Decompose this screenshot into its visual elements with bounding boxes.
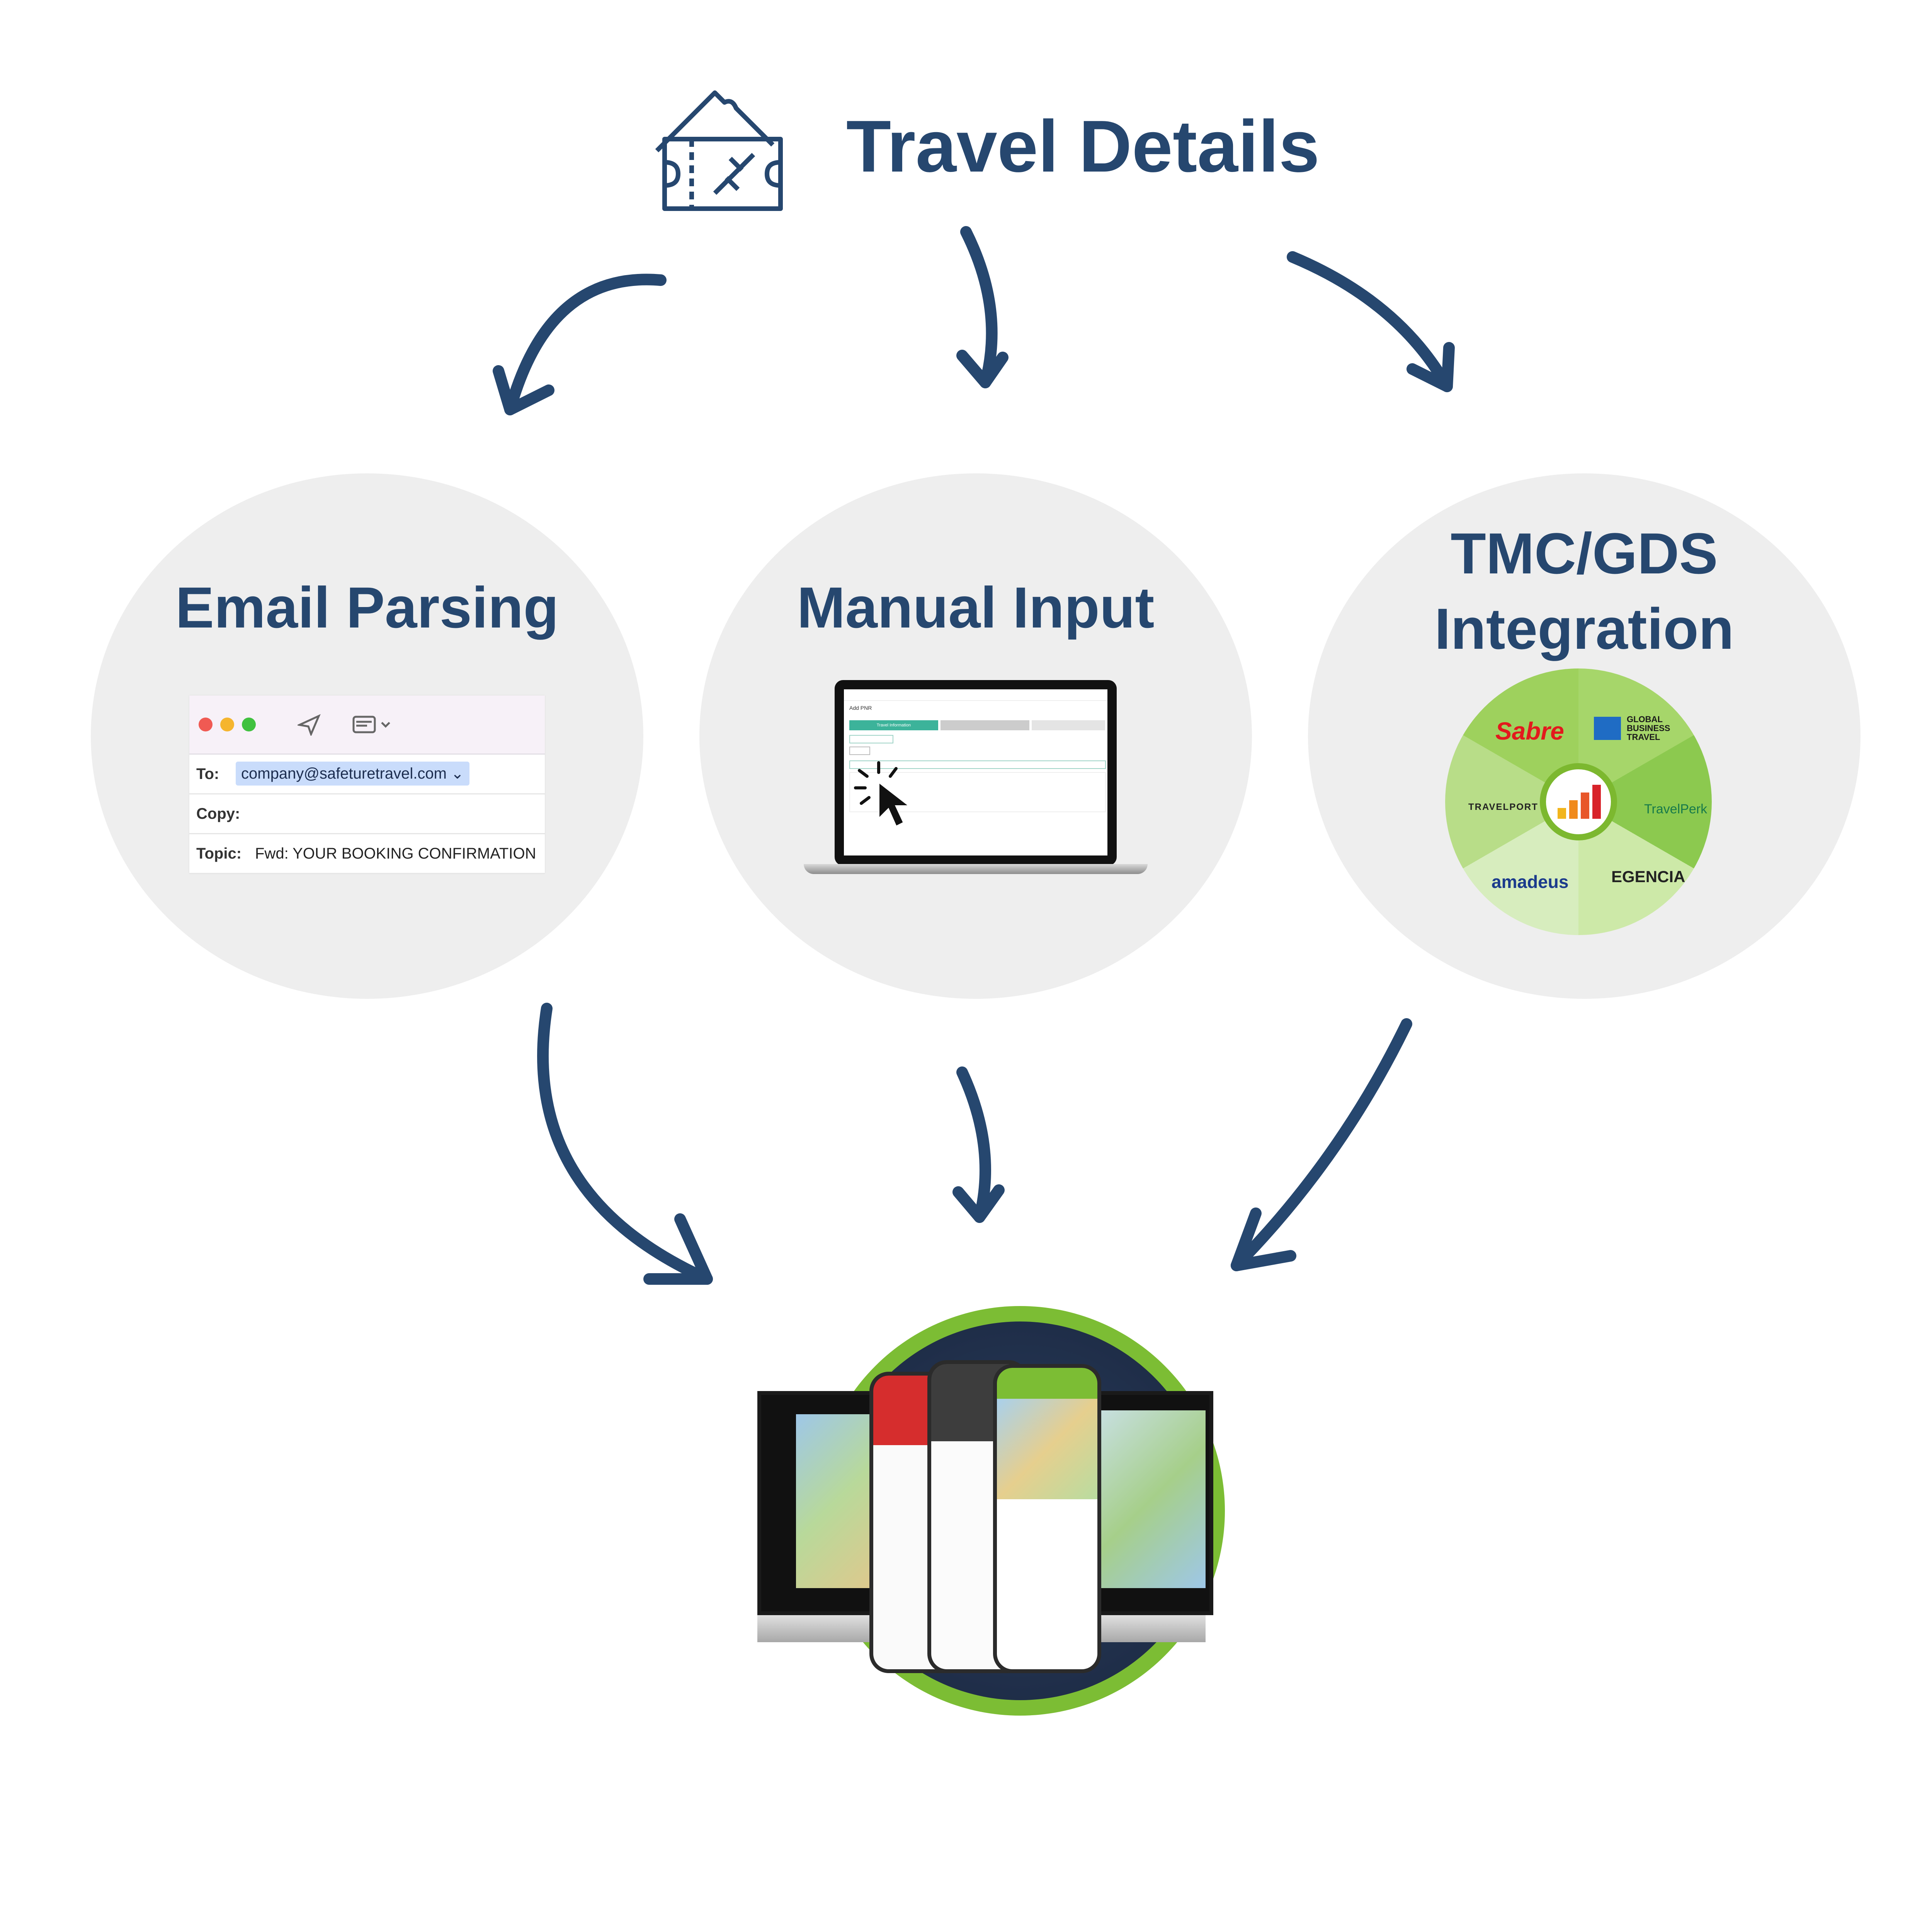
arrow-to-manual	[960, 226, 998, 388]
format-icon	[352, 716, 390, 733]
recipient-chip: company@safeturetravel.com ⌄	[236, 762, 469, 786]
to-label: To:	[196, 765, 219, 782]
copy-label: Copy:	[196, 805, 240, 822]
email-parsing-title: Email Parsing	[175, 575, 559, 640]
send-icon	[298, 714, 321, 736]
partner-travelport: TRAVELPORT	[1468, 802, 1538, 812]
tmc-gds-circle: TMC/GDS Integration	[1308, 473, 1861, 999]
manual-input-title: Manual Input	[797, 575, 1155, 640]
partner-gbt: GLOBAL BUSINESS TRAVEL	[1627, 714, 1670, 742]
minimize-dot	[220, 718, 234, 731]
arrow-tmc-to-app	[1231, 1018, 1412, 1271]
email-to-row: To: company@safeturetravel.com ⌄	[189, 755, 545, 794]
phone-alerts-map	[993, 1364, 1101, 1673]
bar-chart-logo-icon	[1558, 785, 1601, 819]
laptop-app-view: Add PNR Travel Information	[844, 689, 1107, 855]
arrow-email-to-app	[537, 1003, 713, 1285]
tab-travel-information: Travel Information	[849, 720, 938, 730]
tmc-gds-title-line2: Integration	[1434, 596, 1734, 661]
arrow-manual-to-app	[956, 1066, 991, 1223]
partner-egencia: EGENCIA	[1611, 867, 1685, 886]
email-copy-row: Copy:	[189, 794, 545, 834]
recipient-address: company@safeturetravel.com	[241, 765, 447, 782]
ticket-icon	[641, 77, 788, 216]
email-topic-row: Topic: Fwd: YOUR BOOKING CONFIRMATION	[189, 834, 545, 874]
screen-heading: Add PNR	[849, 705, 872, 711]
topic-value: Fwd: YOUR BOOKING CONFIRMATION	[255, 845, 536, 862]
safeture-logo-hub	[1540, 763, 1617, 840]
partner-amadeus: amadeus	[1492, 872, 1569, 892]
partner-travelperk: TravelPerk	[1644, 802, 1708, 816]
email-compose-card: To: company@safeturetravel.com ⌄ Copy: T…	[189, 696, 545, 874]
laptop-screen: Add PNR Travel Information	[835, 680, 1117, 866]
email-toolbar	[189, 696, 545, 755]
tmc-gds-title-line1: TMC/GDS	[1451, 521, 1718, 586]
close-dot	[199, 718, 213, 731]
cursor-click-icon	[854, 761, 912, 828]
page-title: Travel Details	[846, 105, 1320, 187]
laptop-base	[804, 864, 1148, 874]
arrow-to-email	[504, 274, 667, 415]
maximize-dot	[242, 718, 256, 731]
topic-label: Topic:	[196, 845, 242, 862]
partner-sabre: Sabre	[1495, 717, 1564, 745]
amex-logo-icon	[1594, 717, 1621, 740]
arrow-to-tmc	[1287, 251, 1453, 392]
